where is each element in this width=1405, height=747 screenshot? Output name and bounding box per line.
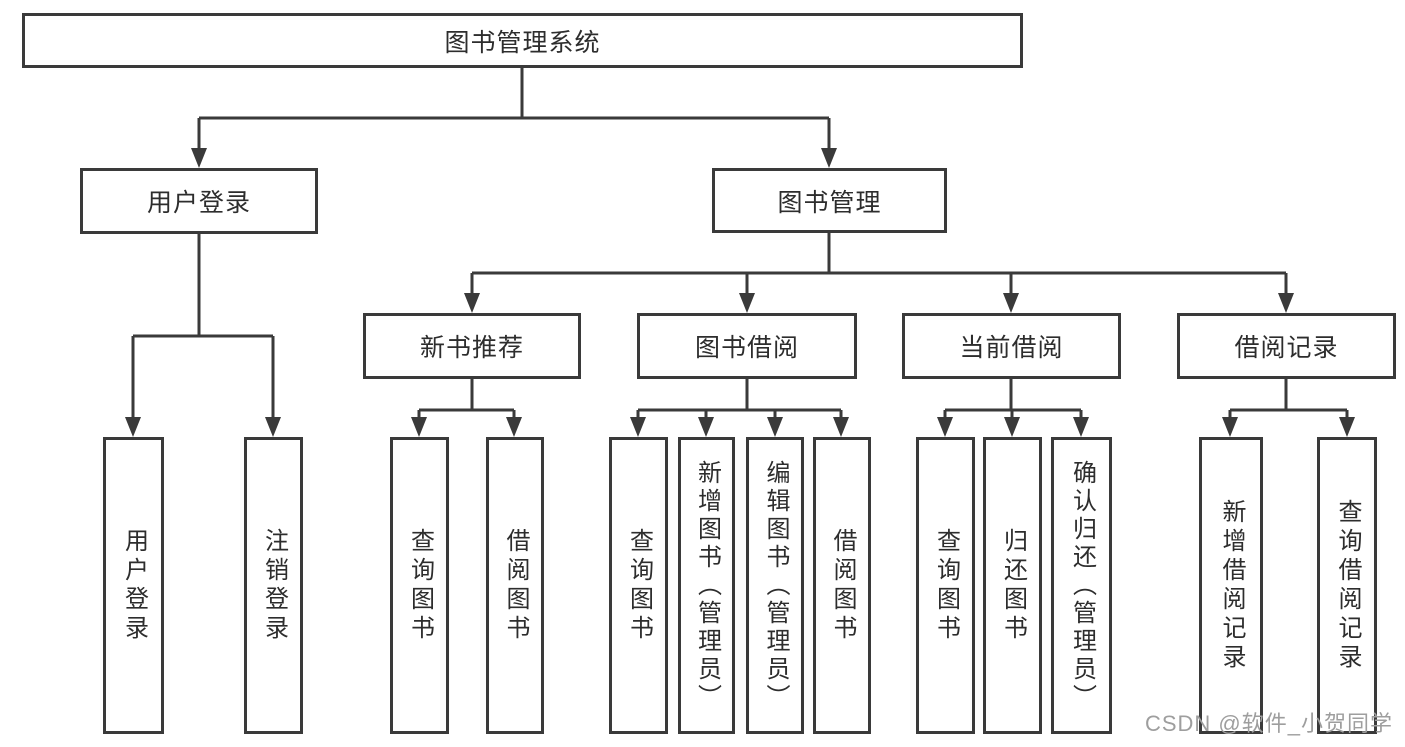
leaf-current-query-books: 查询图书: [916, 437, 975, 734]
leaf-borrow-query-books: 查询图书: [609, 437, 668, 734]
node-current-borrow: 当前借阅: [902, 313, 1121, 379]
node-label: 新增图书（管理员）: [693, 459, 721, 712]
node-label: 注销登录: [260, 527, 288, 644]
node-label: 借阅图书: [829, 527, 856, 644]
node-label: 用户登录: [120, 527, 148, 644]
node-root: 图书管理系统: [22, 13, 1023, 68]
node-label: 确认归还（管理员）: [1068, 459, 1096, 712]
node-label: 用户登录: [146, 189, 251, 217]
node-book-borrow: 图书借阅: [637, 313, 857, 379]
leaf-borrow-borrow-books: 借阅图书: [813, 437, 871, 734]
node-label: 查询图书: [406, 527, 434, 644]
leaf-logout-login: 注销登录: [244, 437, 303, 734]
leaf-user-login: 用户登录: [103, 437, 164, 734]
node-label: 图书管理系统: [444, 28, 601, 57]
node-label: 新书推荐: [419, 334, 524, 362]
node-book-management: 图书管理: [712, 168, 947, 233]
node-label: 图书借阅: [694, 334, 799, 362]
leaf-records-query-record: 查询借阅记录: [1317, 437, 1377, 734]
leaf-current-return-books: 归还图书: [983, 437, 1042, 734]
node-label: 图书管理: [777, 188, 882, 217]
node-label: 查询图书: [625, 527, 653, 644]
node-label: 借阅图书: [502, 527, 529, 644]
watermark: CSDN @软件_小贺同学: [1144, 711, 1393, 736]
node-label: 借阅记录: [1234, 334, 1339, 362]
leaf-current-confirm-return-admin: 确认归还（管理员）: [1051, 437, 1112, 734]
node-borrow-records: 借阅记录: [1177, 313, 1396, 379]
node-user-login: 用户登录: [80, 168, 318, 234]
leaf-recommend-borrow-books: 借阅图书: [486, 437, 544, 734]
node-label: 归还图书: [999, 527, 1027, 644]
node-label: 编辑图书（管理员）: [762, 459, 789, 712]
leaf-borrow-edit-books-admin: 编辑图书（管理员）: [746, 437, 804, 734]
node-label: 查询借阅记录: [1334, 498, 1361, 673]
node-label: 当前借阅: [959, 334, 1064, 362]
leaf-borrow-add-books-admin: 新增图书（管理员）: [678, 437, 735, 734]
node-label: 查询图书: [932, 527, 960, 644]
leaf-records-add-record: 新增借阅记录: [1199, 437, 1263, 734]
node-new-book-recommend: 新书推荐: [363, 313, 581, 379]
node-label: 新增借阅记录: [1218, 498, 1245, 673]
leaf-recommend-query-books: 查询图书: [390, 437, 449, 734]
